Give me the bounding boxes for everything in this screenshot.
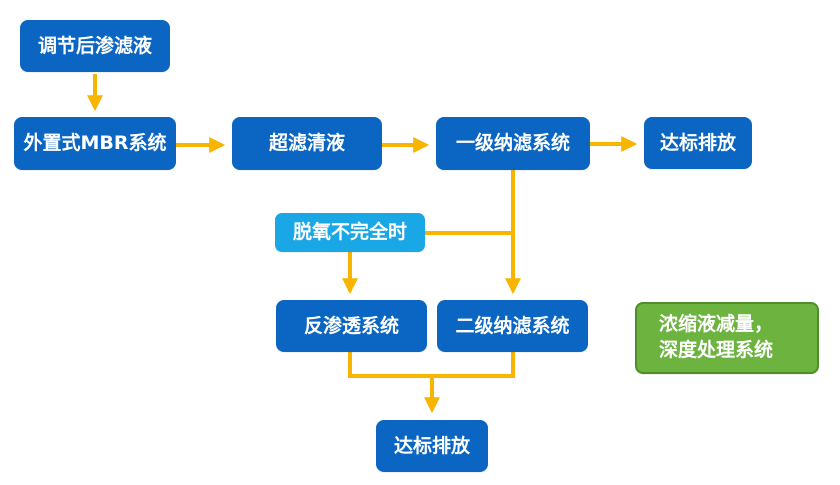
node-external-mbr: 外置式MBR系统 bbox=[14, 117, 176, 170]
node-secondary-nf: 二级纳滤系统 bbox=[437, 300, 588, 352]
node-primary-nf: 一级纳滤系统 bbox=[436, 117, 590, 170]
node-uf-clear-liquid: 超滤清液 bbox=[232, 117, 382, 170]
node-adjusted-leachate: 调节后渗滤液 bbox=[20, 20, 170, 72]
concentrate-line-2: 深度处理系统 bbox=[659, 339, 774, 361]
node-deoxygenation-incomplete: 脱氧不完全时 bbox=[275, 213, 425, 252]
node-concentrate-treatment: 浓缩液减量， 深度处理系统 bbox=[635, 302, 819, 374]
node-discharge-1: 达标排放 bbox=[644, 117, 752, 169]
connector-merge bbox=[348, 352, 515, 378]
concentrate-line-1: 浓缩液减量， bbox=[659, 313, 774, 336]
node-discharge-2: 达标排放 bbox=[376, 420, 488, 472]
node-reverse-osmosis: 反渗透系统 bbox=[276, 300, 427, 352]
